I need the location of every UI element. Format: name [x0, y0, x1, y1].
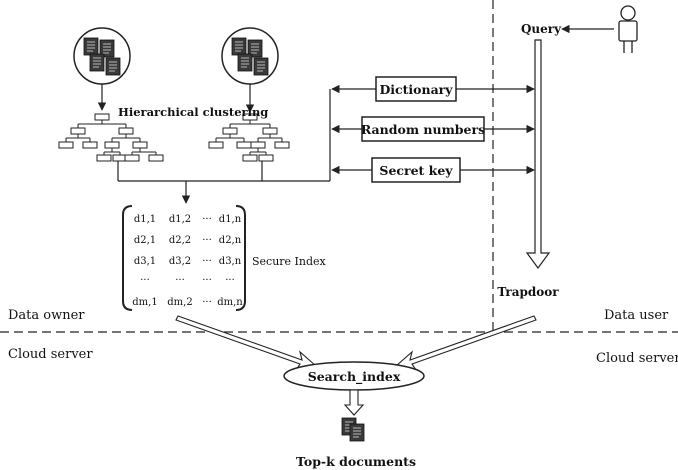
owner-connector	[117, 89, 331, 182]
matrix-cell: ···	[202, 297, 212, 308]
matrix-cell: ···	[202, 214, 212, 225]
result-arrow	[343, 389, 365, 416]
matrix-cell: d1,1	[134, 214, 156, 225]
matrix-cell: ···	[140, 275, 150, 286]
matrix-cell: d3,n	[219, 256, 242, 267]
document-cluster-icon	[221, 27, 279, 85]
owner-to-cloud-arrow	[175, 315, 318, 371]
query-label: Query	[521, 22, 562, 36]
secure-index-label: Secure Index	[252, 255, 327, 268]
matrix-cell: dm,2	[167, 297, 192, 308]
svg-text:Secret key: Secret key	[379, 163, 453, 178]
matrix-cell: d2,n	[219, 235, 242, 246]
person-icon	[618, 5, 638, 53]
secure-index-matrix: d1,1 d1,2 ··· d1,n d2,1 d2,2 ··· d2,n d3,1 d3,2 ··…	[122, 205, 246, 311]
top-k-documents-label: Top-k documents	[296, 454, 416, 469]
trapdoor-label: Trapdoor	[497, 285, 559, 299]
matrix-cell: dm,1	[132, 297, 157, 308]
trapdoor-arrow	[525, 39, 551, 270]
tree-icon	[208, 113, 290, 162]
matrix-cell: d2,2	[169, 235, 191, 246]
svg-text:Random numbers: Random numbers	[361, 122, 485, 137]
dictionary-box: Dictionary	[331, 76, 535, 102]
matrix-cell: ···	[225, 275, 235, 286]
matrix-cell: d3,2	[169, 256, 191, 267]
data-owner-label: Data owner	[8, 308, 85, 323]
hierarchical-clustering-label: Hierarchical clustering	[118, 105, 268, 119]
matrix-cell: d3,1	[134, 256, 156, 267]
matrix-cell: dm,n	[217, 297, 243, 308]
matrix-cell: ···	[202, 235, 212, 246]
cloud-server-label-right: Cloud server	[596, 351, 678, 366]
document-cluster-icon	[73, 27, 131, 85]
cloud-server-label-left: Cloud server	[8, 347, 93, 362]
matrix-cell: ···	[202, 275, 212, 286]
matrix-cell: d1,n	[219, 214, 242, 225]
matrix-cell: d1,2	[169, 214, 191, 225]
user-to-cloud-arrow	[394, 315, 537, 371]
random-numbers-box: Random numbers	[331, 116, 535, 142]
svg-text:Dictionary: Dictionary	[379, 82, 453, 97]
tree-icon	[58, 113, 164, 162]
svg-text:Search_index: Search_index	[308, 369, 401, 385]
matrix-cell: d2,1	[134, 235, 156, 246]
data-user-label: Data user	[604, 308, 669, 323]
search-index-node: Search_index	[283, 361, 425, 391]
matrix-cell: ···	[175, 275, 185, 286]
document-stack-icon	[341, 417, 365, 442]
matrix-cell: ···	[202, 256, 212, 267]
secret-key-box: Secret key	[331, 157, 535, 183]
